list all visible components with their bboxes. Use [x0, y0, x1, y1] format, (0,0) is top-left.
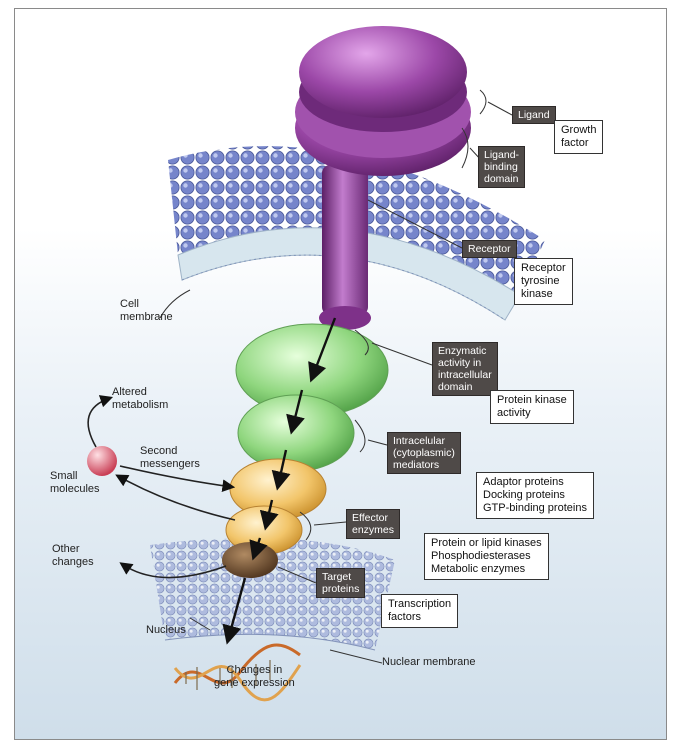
ligand-growth-factor [299, 26, 467, 132]
nucleus-label: Nucleus [146, 624, 186, 637]
enzymatic-activity-label: Enzymatic activity in intracellular doma… [432, 342, 498, 396]
ligand-label: Ligand [512, 106, 556, 124]
nuclear-membrane-label: Nuclear membrane [382, 656, 476, 669]
effector-enzymes-label: Effector enzymes [346, 509, 400, 539]
effector-examples-label: Protein or lipid kinases Phosphodiestera… [424, 533, 549, 580]
ligand-binding-domain-label: Ligand- binding domain [478, 146, 525, 188]
second-messengers-label: Second messengers [140, 445, 200, 471]
growth-factor-label: Growth factor [554, 120, 603, 154]
receptor-tyrosine-kinase-label: Receptor tyrosine kinase [514, 258, 573, 305]
small-molecules-label: Small molecules [50, 470, 100, 496]
intracellular-mediators-label: Intracelular (cytoplasmic) mediators [387, 432, 461, 474]
altered-metabolism-label: Altered metabolism [112, 386, 168, 412]
other-changes-label: Other changes [52, 543, 94, 569]
mediator-examples-label: Adaptor proteins Docking proteins GTP-bi… [476, 472, 594, 519]
cell-membrane-label: Cell membrane [120, 298, 173, 324]
receptor [319, 165, 371, 330]
target-protein-disc [222, 542, 278, 578]
transcription-factors-label: Transcription factors [381, 594, 458, 628]
protein-kinase-activity-label: Protein kinase activity [490, 390, 574, 424]
receptor-label: Receptor [462, 240, 517, 258]
target-proteins-label: Target proteins [316, 568, 365, 598]
mediator-disc [238, 395, 354, 471]
gene-expression-label: Changes in gene expression [214, 664, 295, 690]
